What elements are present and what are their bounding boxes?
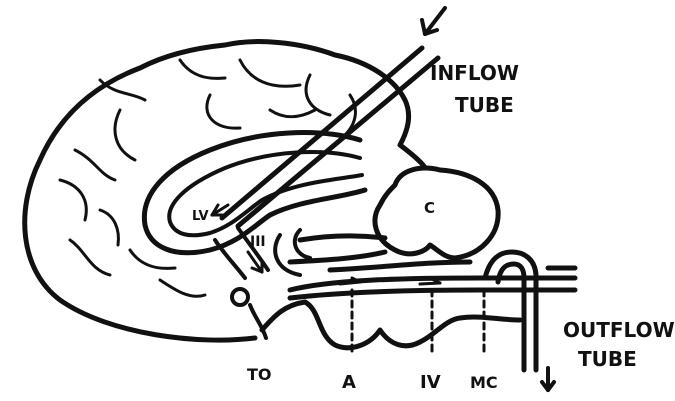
cerebellum (375, 168, 498, 258)
label-inflow-line2: TUBE (455, 93, 514, 117)
label-point-a: A (342, 372, 356, 393)
label-inflow-line1: INFLOW (430, 61, 519, 85)
spinal-cord-base (262, 302, 520, 348)
outflow-tube (485, 252, 575, 370)
label-outflow-line2: TUBE (578, 347, 637, 371)
to-stalk (250, 305, 266, 338)
label-point-mc: MC (470, 373, 498, 392)
label-outflow-line1: OUTFLOW (563, 318, 675, 342)
label-point-to: TO (247, 365, 272, 384)
label-third-ventricle: III (250, 234, 266, 250)
brain-outline (25, 42, 432, 341)
optic-recess-circle (232, 289, 248, 305)
inflow-arrow-icon (422, 8, 445, 34)
outflow-arrow-icon (542, 368, 554, 390)
label-lateral-ventricle: LV (192, 209, 209, 224)
label-fourth-ventricle: IV (420, 372, 441, 393)
label-cerebellum: C (424, 199, 435, 217)
